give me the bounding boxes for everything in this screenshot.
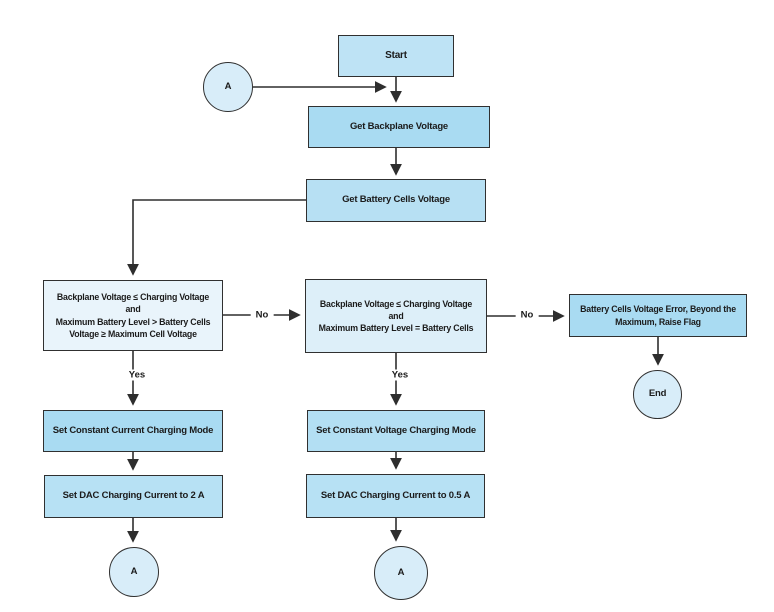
set-dac-current-2a-node: Set DAC Charging Current to 2 A: [44, 475, 223, 518]
edge-label-no-2: No: [515, 309, 539, 321]
off-page-connector-a-top: A: [203, 62, 253, 112]
end-node: End: [633, 370, 682, 419]
start-node: Start: [338, 35, 454, 77]
off-page-connector-a-bottom-middle: A: [374, 546, 428, 600]
get-battery-cells-voltage-node: Get Battery Cells Voltage: [306, 179, 486, 222]
set-dac-current-05a-node: Set DAC Charging Current to 0.5 A: [306, 474, 485, 518]
edge-label-yes-middle: Yes: [386, 369, 414, 381]
get-backplane-voltage-node: Get Backplane Voltage: [308, 106, 490, 148]
set-constant-voltage-mode-node: Set Constant Voltage Charging Mode: [307, 410, 485, 452]
decision-constant-current-node: Backplane Voltage ≤ Charging Voltage and…: [43, 280, 223, 351]
edge-label-yes-left: Yes: [123, 369, 151, 381]
decision-constant-voltage-node: Backplane Voltage ≤ Charging Voltage and…: [305, 279, 487, 353]
set-constant-current-mode-node: Set Constant Current Charging Mode: [43, 410, 223, 452]
edge-battery-to-decision-cc: [127, 199, 306, 276]
voltage-error-node: Battery Cells Voltage Error, Beyond the …: [569, 294, 747, 337]
edge-label-no-1: No: [250, 309, 274, 321]
off-page-connector-a-bottom-left: A: [109, 547, 159, 597]
